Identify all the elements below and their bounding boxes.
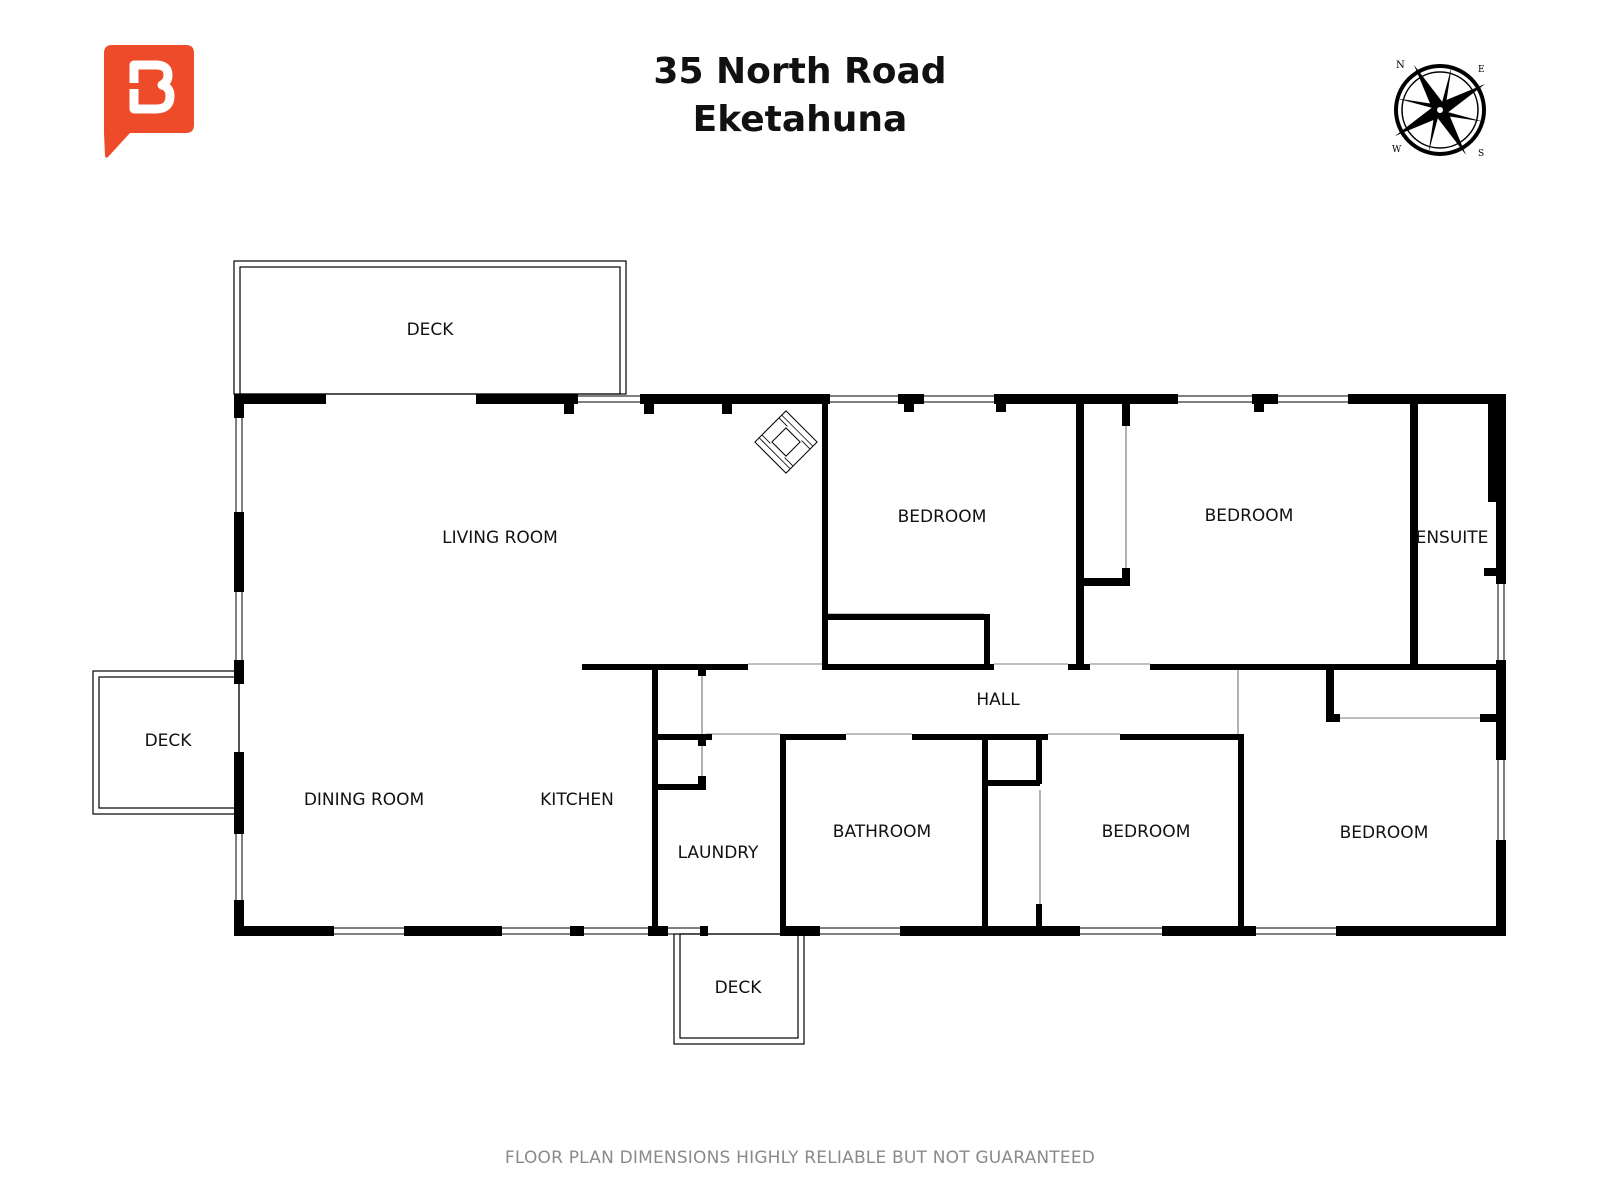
windows (235, 395, 1505, 935)
room-label-bedroom-2: BEDROOM (1205, 506, 1294, 526)
brand-logo-icon (104, 45, 194, 158)
room-label-deck-bottom: DECK (715, 978, 763, 998)
address-line-2: Eketahuna (692, 99, 908, 140)
room-label-bedroom-3: BEDROOM (1102, 822, 1191, 842)
room-label-dining-room: DINING ROOM (304, 790, 424, 810)
room-label-bathroom: BATHROOM (833, 822, 931, 842)
compass-rose-icon: N E S W (1392, 60, 1486, 159)
room-label-deck-top: DECK (407, 320, 455, 340)
room-label-ensuite: ENSUITE (1416, 528, 1489, 548)
address-line-1: 35 North Road (653, 51, 947, 92)
compass-south-label: S (1478, 149, 1484, 159)
room-label-deck-left: DECK (145, 731, 193, 751)
fireplace-icon (754, 410, 818, 474)
dimensions-disclaimer: FLOOR PLAN DIMENSIONS HIGHLY RELIABLE BU… (504, 1148, 1096, 1168)
room-label-bedroom-1: BEDROOM (898, 507, 987, 527)
deck-outlines (92, 260, 805, 1045)
interior-walls (582, 404, 1506, 936)
compass-north-label: N (1396, 60, 1405, 71)
compass-east-label: E (1478, 65, 1485, 75)
room-label-laundry: LAUNDRY (678, 843, 759, 863)
address-title: 35 North Road Eketahuna (0, 48, 1600, 144)
room-label-hall: HALL (976, 690, 1020, 710)
openings (326, 393, 1480, 904)
compass-west-label: W (1392, 145, 1402, 155)
room-label-living-room: LIVING ROOM (442, 528, 558, 548)
room-label-kitchen: KITCHEN (540, 790, 614, 810)
room-label-bedroom-4: BEDROOM (1340, 823, 1429, 843)
